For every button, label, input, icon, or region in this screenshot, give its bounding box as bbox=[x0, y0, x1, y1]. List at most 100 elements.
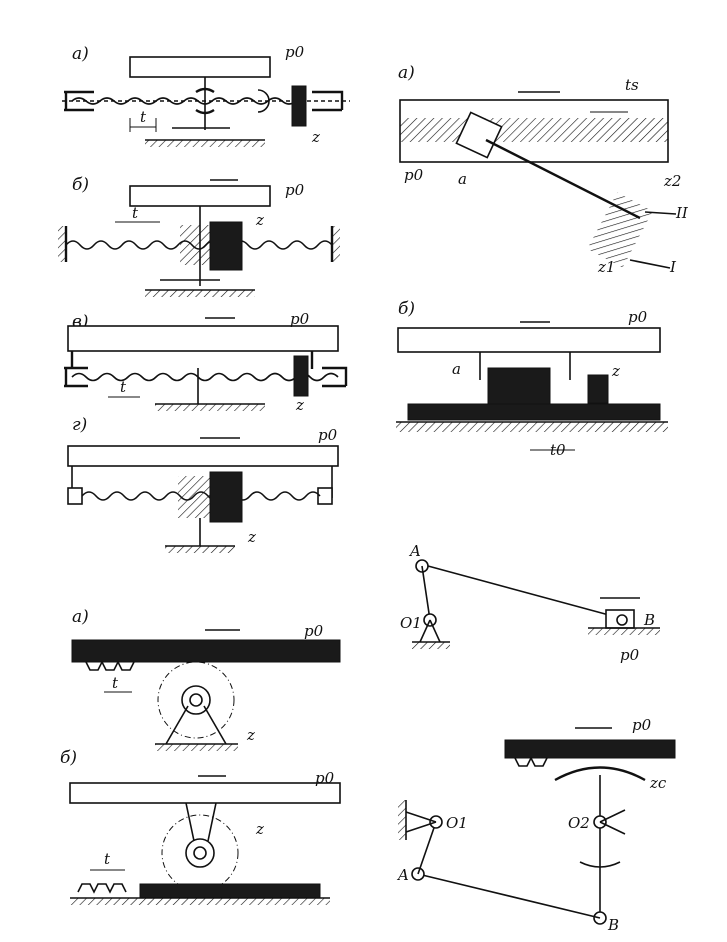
shaft-II bbox=[644, 211, 677, 215]
table-legs bbox=[70, 351, 314, 369]
right-bearing bbox=[312, 90, 344, 112]
left-bearing bbox=[64, 90, 94, 112]
screw-drive-v: в) p0 t z bbox=[64, 310, 348, 414]
rack-table bbox=[504, 739, 676, 759]
label-a-1: а) bbox=[72, 44, 89, 64]
worm-gear-block bbox=[587, 192, 653, 268]
table-p0 bbox=[69, 782, 341, 804]
worm-end bbox=[455, 111, 503, 159]
crank-support bbox=[419, 619, 441, 643]
left-support bbox=[67, 487, 83, 505]
label-p0: p0 bbox=[318, 426, 338, 444]
label-p0: p0 bbox=[290, 310, 310, 328]
rack-teeth bbox=[85, 660, 135, 671]
label-p0: p0 bbox=[404, 166, 424, 184]
screw-drive-b: б) p0 t z bbox=[58, 175, 340, 297]
pinion-hub bbox=[185, 838, 215, 868]
pinion-shaft bbox=[189, 693, 203, 707]
table-p0 bbox=[397, 327, 661, 353]
ground-hatch bbox=[155, 744, 238, 751]
label-z: z bbox=[247, 528, 256, 546]
label-p0: p0 bbox=[628, 308, 648, 326]
label-t: t bbox=[140, 108, 147, 126]
left-wall-hatch bbox=[58, 226, 66, 262]
right-support bbox=[317, 487, 333, 505]
label-a-small: a bbox=[458, 170, 467, 188]
drive-gear bbox=[587, 374, 609, 404]
nut-hatched bbox=[180, 225, 210, 265]
rack bbox=[407, 403, 661, 421]
shaft-I bbox=[629, 259, 671, 269]
label-b-2: б) bbox=[60, 748, 77, 768]
crank bbox=[417, 821, 437, 875]
label-zc: zc bbox=[649, 774, 667, 792]
table-p0 bbox=[67, 325, 339, 352]
nut-hatched bbox=[178, 476, 210, 518]
crank-ground-hatch bbox=[412, 642, 450, 649]
table-p0 bbox=[67, 445, 339, 467]
screw-drive-a: а) p0 t z bbox=[62, 43, 350, 147]
label-O1: O1 bbox=[446, 814, 468, 832]
gear-z bbox=[209, 471, 243, 523]
label-b-1: б) bbox=[72, 175, 89, 195]
label-t: t bbox=[104, 850, 111, 868]
label-O1: O1 bbox=[400, 614, 422, 632]
worm-housing bbox=[487, 367, 551, 407]
label-z: z bbox=[255, 211, 264, 229]
label-z: z bbox=[295, 396, 304, 414]
wall-hatch bbox=[398, 800, 406, 840]
rack-table-p0 bbox=[71, 639, 341, 663]
rack-teeth bbox=[77, 883, 127, 894]
sector-rack-linkage: p0 zc O2 B A O1 bbox=[396, 716, 676, 934]
label-g: г) bbox=[72, 415, 87, 435]
crank-support bbox=[405, 811, 437, 833]
label-z: z bbox=[255, 820, 264, 838]
rack-hatched bbox=[400, 118, 668, 142]
crank bbox=[421, 565, 431, 621]
label-B: B bbox=[607, 916, 619, 934]
label-t: t bbox=[132, 204, 139, 222]
label-z: z bbox=[611, 362, 620, 380]
label-z1: z1 bbox=[597, 258, 615, 276]
label-B: B bbox=[643, 611, 655, 629]
pinion-shaft bbox=[193, 846, 207, 860]
label-p0: p0 bbox=[620, 646, 640, 664]
label-I: I bbox=[669, 258, 677, 276]
ground-hatch bbox=[155, 404, 265, 411]
label-a-3: а) bbox=[398, 63, 415, 83]
label-z: z bbox=[311, 128, 320, 146]
slider-ground-hatch bbox=[588, 628, 660, 635]
pinion-stand bbox=[165, 705, 227, 745]
rack-pinion-a: а) p0 t z bbox=[71, 607, 341, 751]
rack-pinion-b: б) p0 z t bbox=[60, 748, 341, 905]
rack-teeth bbox=[514, 756, 548, 767]
pinion-pitch-circle bbox=[157, 661, 235, 739]
ground-hatch bbox=[145, 290, 255, 297]
gear-z bbox=[293, 355, 309, 397]
worm-rack-b: б) p0 a z t0 bbox=[396, 299, 668, 459]
ground-hatch bbox=[145, 140, 265, 147]
rocker-support bbox=[599, 809, 626, 835]
label-b-3: б) bbox=[398, 299, 415, 319]
screw-drive-g: г) p0 z bbox=[67, 415, 339, 553]
label-II: II bbox=[675, 204, 689, 222]
ground-hatch bbox=[396, 422, 668, 432]
ground-hatch bbox=[165, 546, 235, 553]
label-A: A bbox=[396, 866, 409, 884]
toothed-sector bbox=[554, 766, 646, 782]
gear-z bbox=[291, 85, 307, 127]
right-bearing bbox=[322, 366, 348, 388]
ground-hatch bbox=[70, 898, 330, 905]
label-ts: ts bbox=[625, 76, 639, 94]
gear-z bbox=[209, 221, 243, 271]
label-z2: z2 bbox=[663, 172, 681, 190]
connecting-rod bbox=[417, 873, 601, 919]
label-z: z bbox=[246, 726, 255, 744]
label-p0: p0 bbox=[285, 181, 305, 199]
nut bbox=[195, 87, 215, 115]
label-p0: p0 bbox=[304, 622, 324, 640]
connecting-rod bbox=[427, 565, 621, 619]
label-p0: p0 bbox=[315, 769, 335, 787]
table-p0 bbox=[129, 56, 271, 78]
